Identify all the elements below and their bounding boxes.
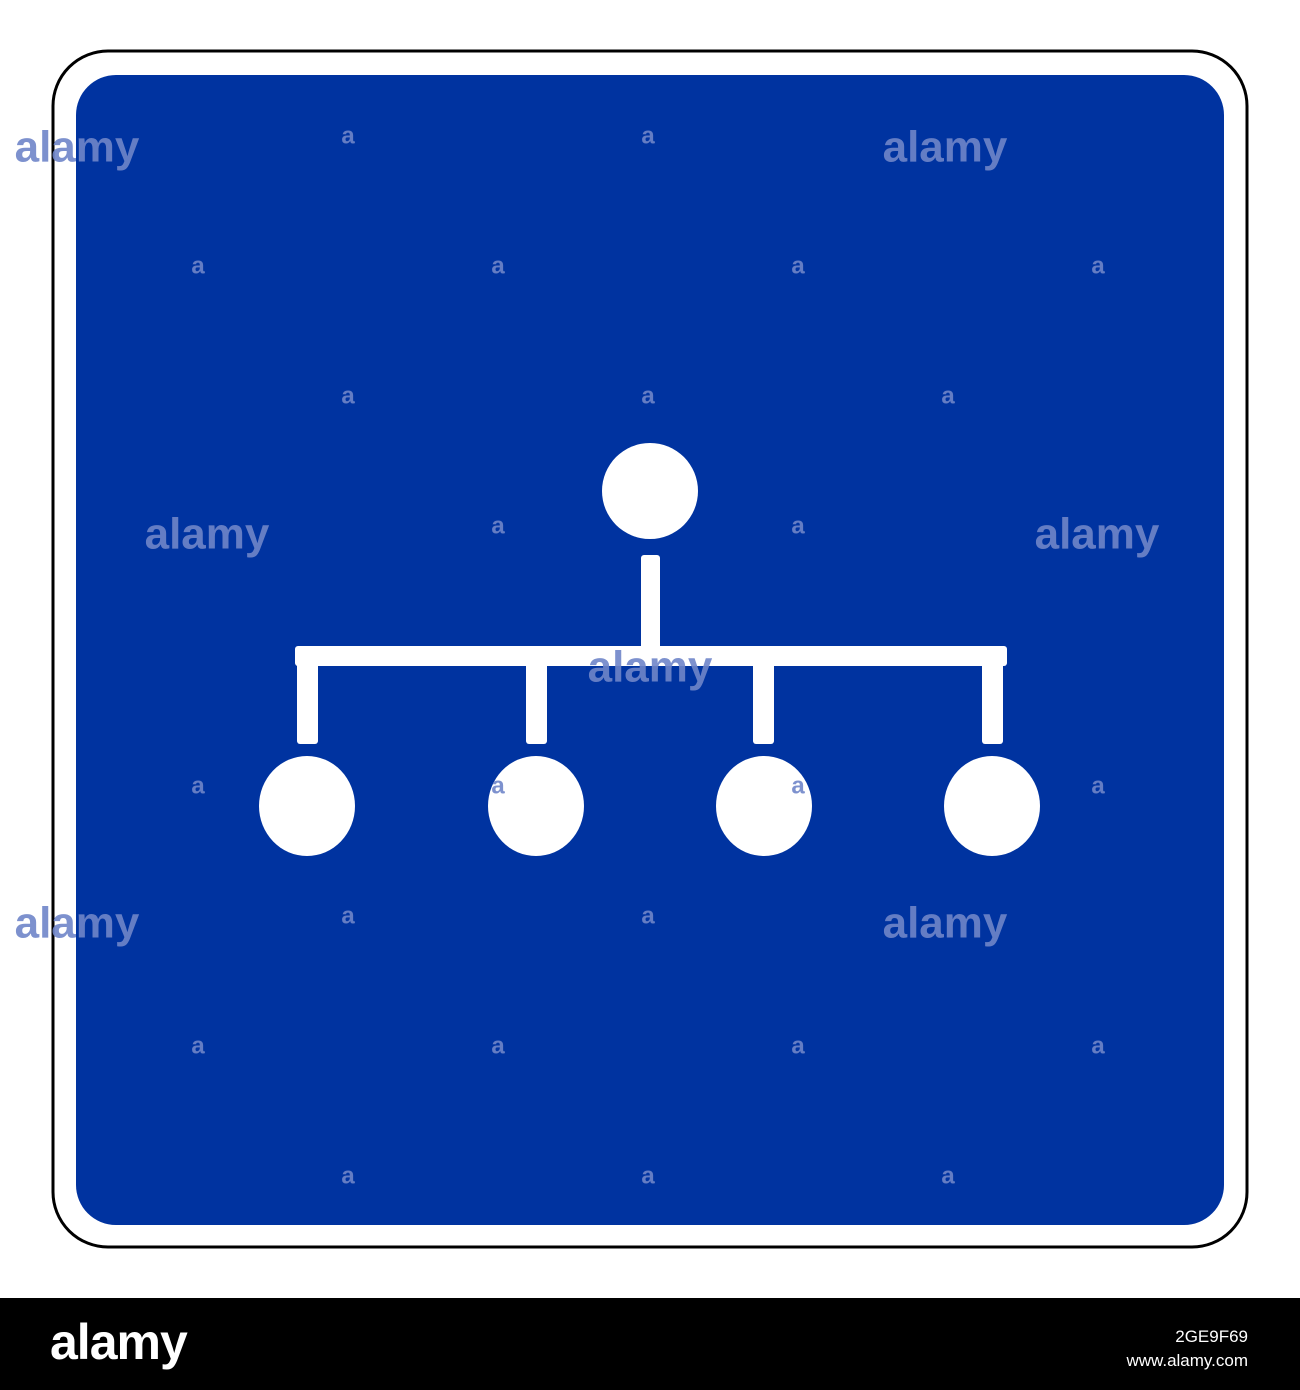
watermark-letter: a — [641, 382, 655, 409]
watermark-letter: a — [341, 122, 355, 149]
watermark-word: alamy — [15, 123, 140, 172]
watermark-letter: a — [191, 772, 205, 799]
root-node — [602, 443, 698, 539]
child-connector-4 — [982, 646, 1003, 744]
child-connector-1 — [297, 646, 318, 744]
watermark-letter: a — [641, 902, 655, 929]
watermark-letter: a — [191, 252, 205, 279]
watermark-word: alamy — [145, 510, 270, 559]
footer-bar: alamy 2GE9F69 www.alamy.com — [0, 1298, 1300, 1390]
watermark-letter: a — [341, 902, 355, 929]
watermark-letter: a — [1091, 1032, 1105, 1059]
child-node-4 — [944, 756, 1040, 856]
watermark-letter: a — [491, 252, 505, 279]
watermark-letter: a — [491, 1032, 505, 1059]
child-connector-2 — [526, 646, 547, 744]
watermark-letter: a — [491, 772, 505, 799]
watermark-letter: a — [791, 252, 805, 279]
footer-url: www.alamy.com — [1126, 1351, 1248, 1370]
watermark-layer: alamy alamy alamy alamy alamy alamy alamy a a a a a… — [15, 122, 1160, 1189]
watermark-letter: a — [791, 772, 805, 799]
footer-logo: alamy — [50, 1314, 188, 1370]
watermark-word: alamy — [883, 899, 1008, 948]
watermark-letter: a — [341, 382, 355, 409]
watermark-letter: a — [941, 1162, 955, 1189]
child-connector-3 — [753, 646, 774, 744]
hierarchy-tree-icon — [259, 443, 1040, 856]
watermark-letter: a — [1091, 772, 1105, 799]
watermark-letter: a — [941, 382, 955, 409]
horizontal-branch — [295, 646, 1007, 666]
watermark-letter: a — [491, 512, 505, 539]
watermark-letter: a — [791, 512, 805, 539]
watermark-letter: a — [791, 1032, 805, 1059]
watermark-word: alamy — [1035, 510, 1160, 559]
watermark-letter: a — [641, 1162, 655, 1189]
root-connector — [641, 555, 660, 655]
sign-graphic: alamy alamy alamy alamy alamy alamy alamy a a a a a… — [15, 49, 1249, 1249]
watermark-letter: a — [191, 1032, 205, 1059]
child-node-2 — [488, 756, 584, 856]
watermark-letter: a — [1091, 252, 1105, 279]
image-id-label: 2GE9F69 — [1175, 1327, 1248, 1346]
watermark-word: alamy — [883, 123, 1008, 172]
child-node-3 — [716, 756, 812, 856]
watermark-word: alamy — [588, 643, 713, 692]
watermark-letter: a — [341, 1162, 355, 1189]
watermark-word: alamy — [15, 899, 140, 948]
child-node-1 — [259, 756, 355, 856]
watermark-letter: a — [641, 122, 655, 149]
